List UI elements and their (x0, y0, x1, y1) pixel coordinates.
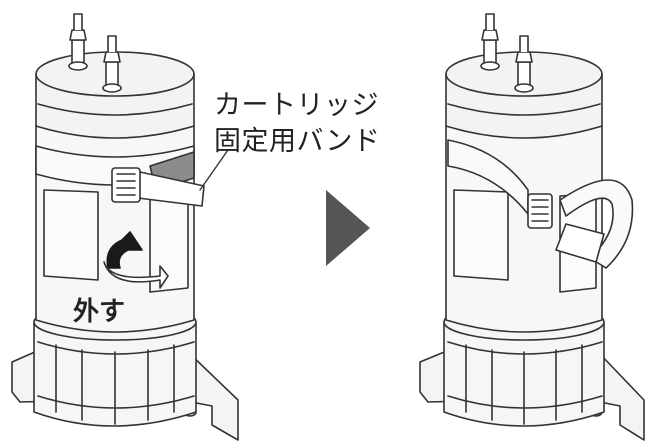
rotate-arrow-icon (103, 231, 169, 289)
left-cartridge (11, 13, 239, 441)
band-callout: カートリッジ 固定用バンド (214, 88, 380, 160)
right-cartridge (419, 13, 645, 441)
callout-line-1: カートリッジ (214, 90, 379, 121)
step-arrow-icon (326, 190, 370, 266)
remove-label: 外す (73, 297, 126, 327)
callout-line-2: 固定用バンド (214, 126, 381, 157)
